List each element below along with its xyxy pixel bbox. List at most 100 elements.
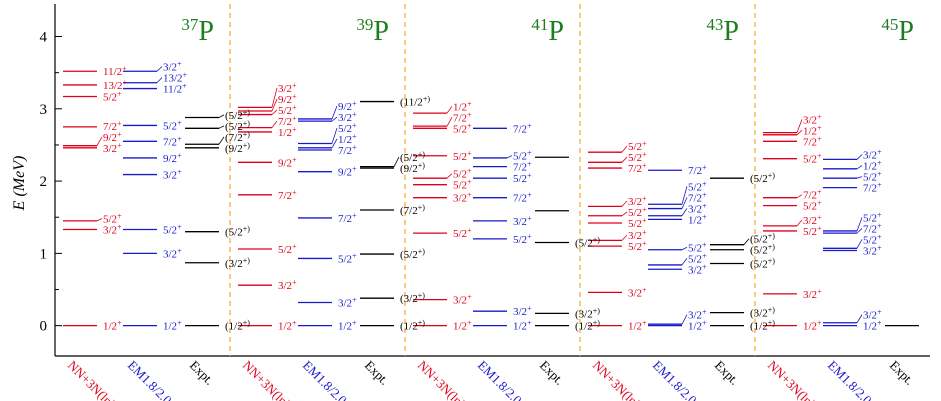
level-labels: 37P1/2+3/2+5/2+3/2+9/2+7/2+5/2+13/2+11/2… bbox=[65, 15, 917, 401]
parity-sup: +) bbox=[243, 319, 251, 328]
label-connector bbox=[621, 145, 628, 153]
spin-value: 3/2 bbox=[863, 310, 877, 322]
spin-value: 5/2 bbox=[628, 152, 642, 164]
column-label: NN+3N(lnl) bbox=[240, 358, 296, 401]
spin-parity-label: 5/2+ bbox=[688, 240, 707, 254]
parity-sup: + bbox=[527, 191, 532, 200]
spin-value: 3/2 bbox=[453, 193, 467, 205]
spin-value: 7/2 bbox=[103, 121, 117, 133]
parity-sup: + bbox=[702, 262, 707, 271]
column-label: Expt. bbox=[362, 358, 392, 388]
spin-parity-label: 5/2+ bbox=[863, 232, 882, 246]
spin-parity-label: 3/2+ bbox=[163, 168, 182, 182]
spin-parity-label: 1/2+ bbox=[453, 99, 472, 113]
label-connector bbox=[96, 218, 103, 222]
spin-parity-label: 9/2+ bbox=[338, 165, 357, 179]
spin-value: 5/2 bbox=[628, 141, 642, 153]
spin-value: (5/2 bbox=[400, 249, 418, 261]
spin-value: (3/2 bbox=[400, 293, 418, 305]
label-connector bbox=[506, 155, 513, 159]
parity-sup: + bbox=[352, 319, 357, 328]
spin-value: 1/2 bbox=[103, 321, 117, 333]
spin-value: (5/2 bbox=[750, 173, 768, 185]
parity-sup: + bbox=[352, 121, 357, 130]
spin-parity-label: 9/2+ bbox=[103, 130, 122, 144]
parity-sup: + bbox=[817, 199, 822, 208]
parity-sup: +) bbox=[243, 119, 251, 128]
spin-value: 3/2 bbox=[278, 280, 292, 292]
spin-parity-label: (5/2+) bbox=[400, 247, 425, 261]
spin-parity-label: 1/2+ bbox=[803, 123, 822, 137]
label-connector bbox=[796, 219, 803, 227]
spin-parity-label: 3/2+ bbox=[278, 278, 297, 292]
parity-sup: + bbox=[642, 285, 647, 294]
spin-value: 7/2 bbox=[803, 136, 817, 148]
parity-sup: + bbox=[352, 99, 357, 108]
parity-sup: + bbox=[527, 121, 532, 130]
spin-value: 7/2 bbox=[688, 192, 702, 204]
parity-sup: + bbox=[527, 214, 532, 223]
spin-parity-label: 5/2+ bbox=[453, 121, 472, 135]
parity-sup: + bbox=[877, 148, 882, 157]
parity-sup: + bbox=[702, 190, 707, 199]
spin-parity-label: 5/2+ bbox=[628, 216, 647, 230]
spin-value: 3/2 bbox=[163, 170, 177, 182]
spin-parity-label: 7/2+ bbox=[338, 143, 357, 157]
parity-sup: + bbox=[117, 223, 122, 232]
label-connector bbox=[331, 138, 338, 149]
spin-parity-label: 3/2+ bbox=[863, 243, 882, 257]
spin-parity-label: 9/2+ bbox=[278, 92, 297, 106]
isotope-element: P bbox=[198, 16, 214, 47]
isotope-element: P bbox=[548, 16, 564, 47]
label-connector bbox=[743, 238, 750, 245]
spin-parity-label: 3/2+ bbox=[863, 308, 882, 322]
spin-parity-label: 1/2+ bbox=[803, 319, 822, 333]
parity-sup: + bbox=[642, 228, 647, 237]
spin-value: 3/2 bbox=[628, 230, 642, 242]
parity-sup: + bbox=[527, 171, 532, 180]
parity-sup: + bbox=[702, 163, 707, 172]
spin-value: 1/2 bbox=[863, 161, 877, 173]
spin-parity-label: (5/2+) bbox=[575, 236, 600, 250]
spin-value: 5/2 bbox=[453, 123, 467, 135]
label-connector bbox=[796, 194, 803, 199]
label-connector bbox=[271, 98, 278, 112]
spin-parity-label: 5/2+ bbox=[338, 121, 357, 135]
parity-sup: + bbox=[292, 125, 297, 134]
spin-value: 5/2 bbox=[688, 242, 702, 254]
column-label: EM1.8/2.0 bbox=[475, 358, 525, 401]
parity-sup: + bbox=[467, 293, 472, 302]
parity-sup: + bbox=[352, 296, 357, 305]
spin-parity-label: 1/2+ bbox=[628, 319, 647, 333]
y-axis-label: E (MeV) bbox=[11, 156, 28, 212]
spin-value: 1/2 bbox=[338, 134, 352, 146]
parity-sup: + bbox=[642, 139, 647, 148]
parity-sup: + bbox=[702, 251, 707, 260]
column-label: NN+3N(lnl) bbox=[765, 358, 821, 401]
isotope-title: 45P bbox=[881, 15, 914, 47]
parity-sup: + bbox=[527, 149, 532, 158]
parity-sup: + bbox=[182, 82, 187, 91]
spin-value: 13/2 bbox=[103, 80, 123, 92]
parity-sup: + bbox=[292, 319, 297, 328]
spin-parity-label: 3/2+ bbox=[453, 293, 472, 307]
parity-sup: + bbox=[702, 201, 707, 210]
spin-value: 7/2 bbox=[163, 136, 177, 148]
spin-value: 5/2 bbox=[803, 201, 817, 213]
label-connector bbox=[856, 228, 863, 234]
parity-sup: + bbox=[292, 81, 297, 90]
spin-value: 1/2 bbox=[628, 321, 642, 333]
spin-value: 9/2 bbox=[103, 132, 117, 144]
spin-value: 5/2 bbox=[163, 225, 177, 237]
spin-value: (5/2 bbox=[750, 234, 768, 246]
label-connector bbox=[393, 156, 400, 167]
spin-parity-label: 7/2+ bbox=[513, 191, 532, 205]
label-connector bbox=[156, 77, 163, 84]
spin-value: 5/2 bbox=[513, 173, 527, 185]
spin-parity-label: 3/2+ bbox=[863, 148, 882, 162]
spin-value: 5/2 bbox=[688, 253, 702, 265]
parity-sup: + bbox=[817, 134, 822, 143]
spin-parity-label: (3/2+) bbox=[750, 306, 775, 320]
spin-value: 7/2 bbox=[863, 183, 877, 195]
parity-sup: + bbox=[467, 121, 472, 130]
